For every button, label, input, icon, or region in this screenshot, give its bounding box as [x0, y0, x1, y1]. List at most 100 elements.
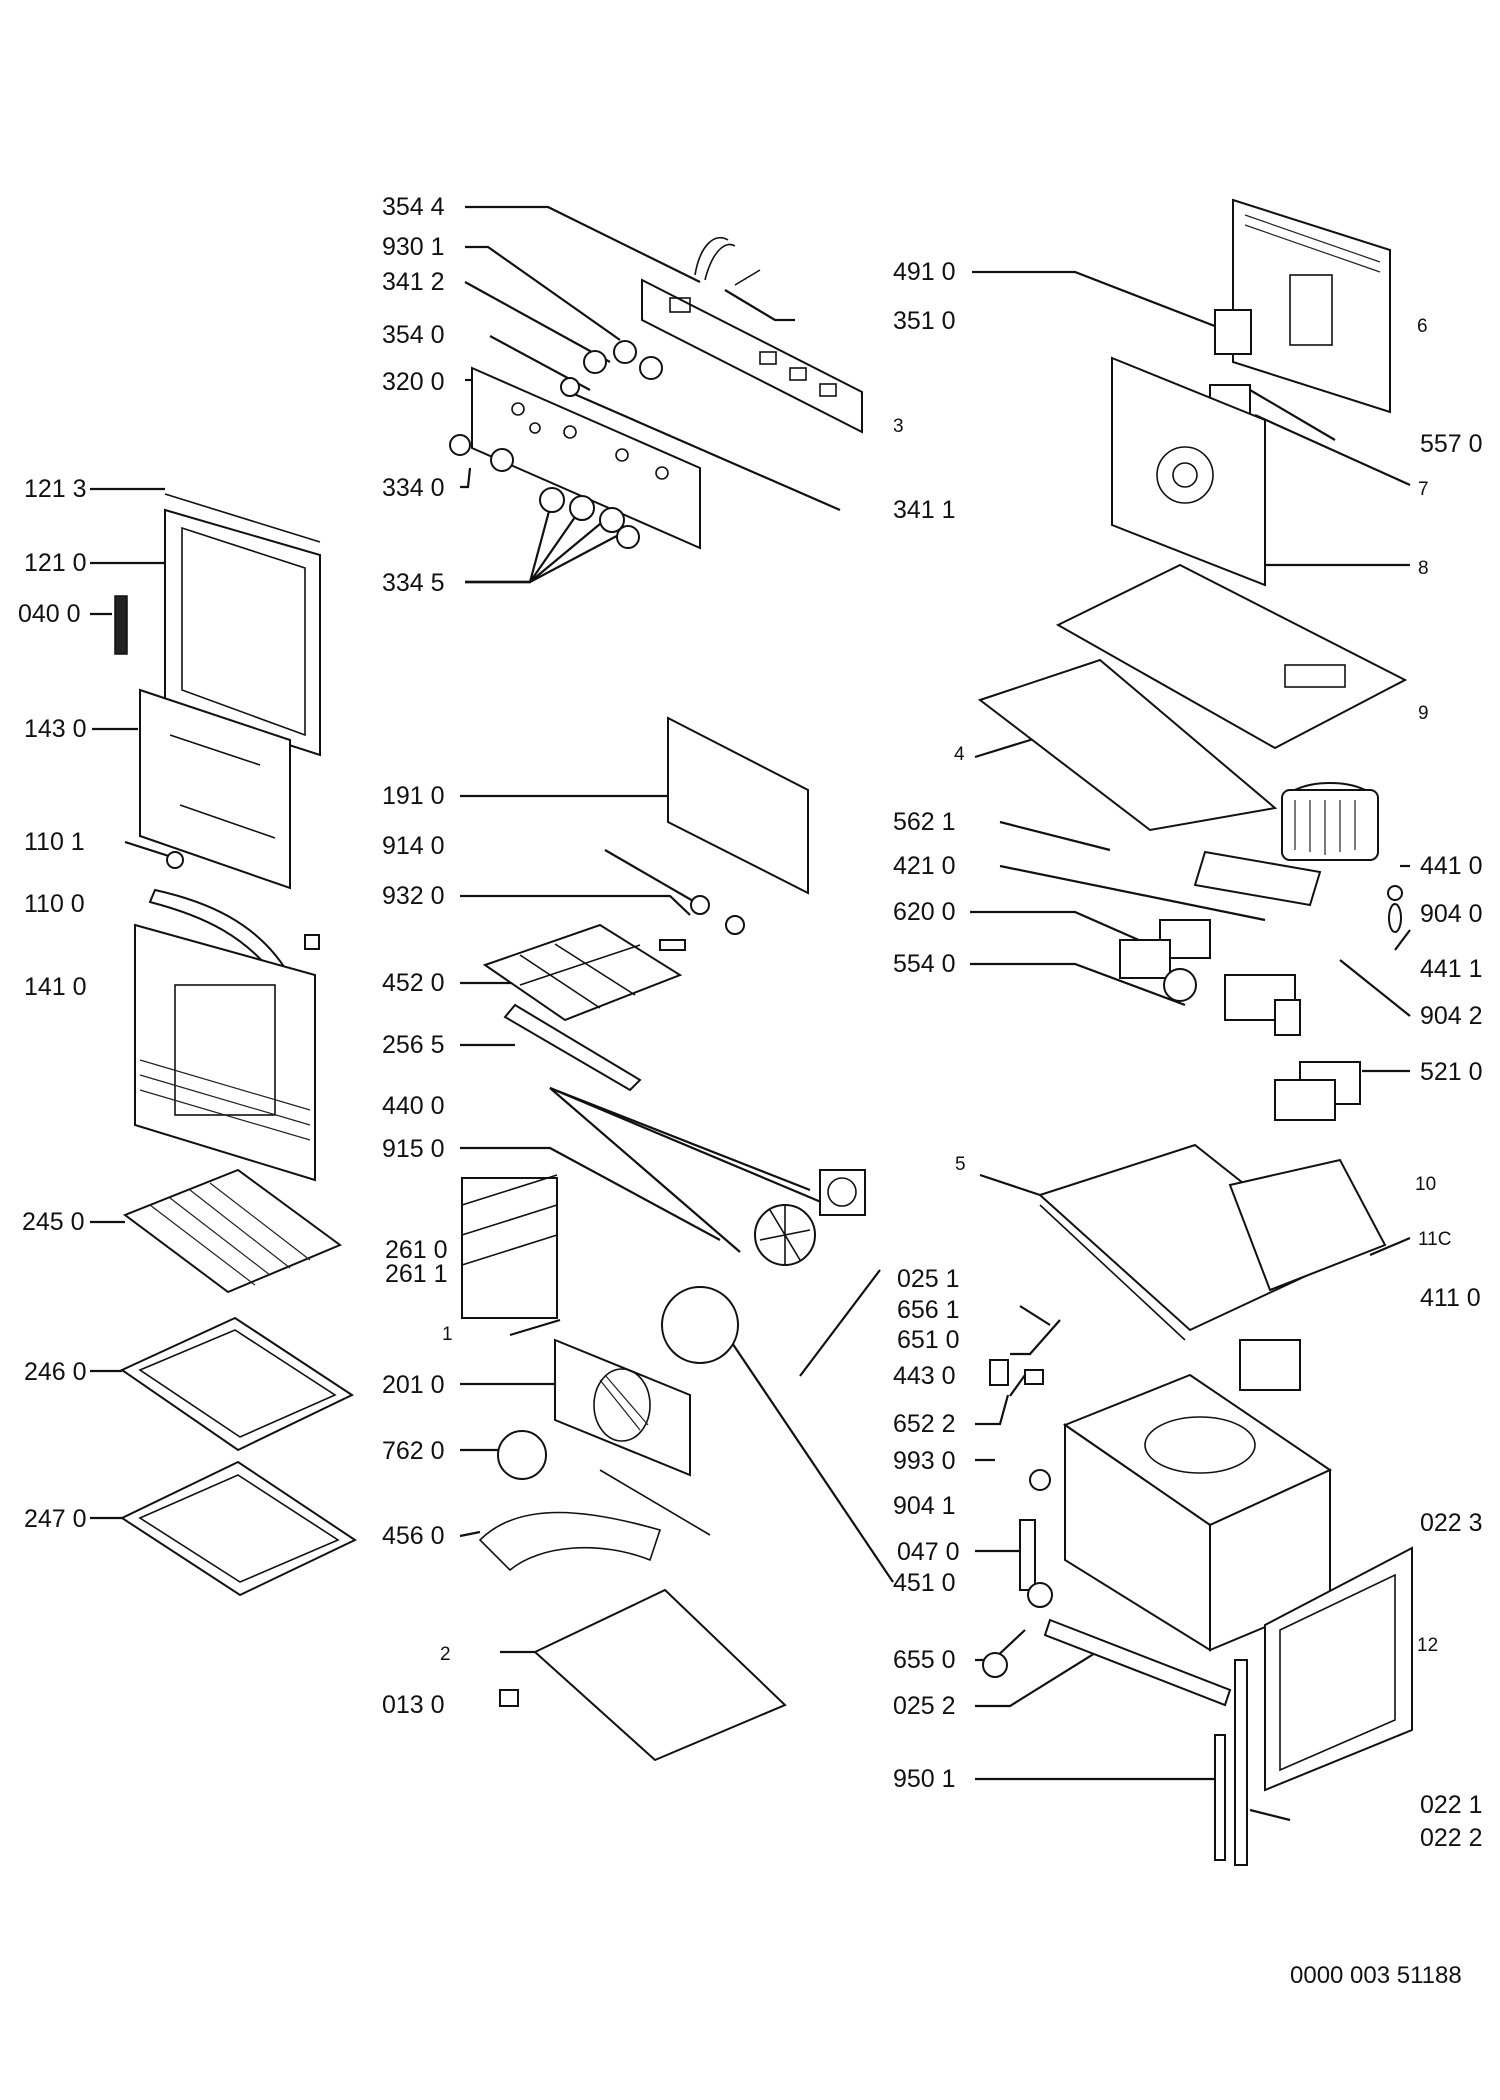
label-110-1: 110 1 — [24, 828, 85, 856]
part-oven-cavity — [1062, 1373, 1333, 1652]
label-11c: 11C — [1418, 1229, 1451, 1250]
label-261-1: 261 1 — [385, 1260, 448, 1288]
label-443-0: 443 0 — [893, 1362, 956, 1390]
part-door-hinge-frame — [1264, 1546, 1413, 1792]
label-2: 2 — [440, 1644, 451, 1665]
label-9: 9 — [1418, 703, 1429, 724]
part-grill-tray — [503, 1003, 642, 1092]
part-side-trim — [1214, 1659, 1248, 1866]
label-762-0: 762 0 — [382, 1437, 445, 1465]
label-452-0: 452 0 — [382, 969, 445, 997]
label-491-0: 491 0 — [893, 258, 956, 286]
label-247-0: 247 0 — [24, 1505, 87, 1533]
part-labels: 354 4 930 1 341 2 354 0 320 0 334 0 334 … — [18, 193, 1483, 1852]
part-baking-tray — [119, 1316, 355, 1452]
part-cable-clips — [694, 236, 761, 286]
label-441-1: 441 1 — [1420, 955, 1483, 983]
part-cooling-fan — [1281, 782, 1403, 933]
label-440-0: 440 0 — [382, 1092, 445, 1120]
part-rear-wall-panel — [1232, 198, 1391, 414]
label-411-0: 411 0 — [1420, 1284, 1481, 1312]
label-4: 4 — [954, 744, 965, 765]
label-5: 5 — [955, 1154, 966, 1175]
label-334-5: 334 5 — [382, 569, 445, 597]
label-656-1: 656 1 — [897, 1296, 960, 1324]
label-932-0: 932 0 — [382, 882, 445, 910]
label-354-0: 354 0 — [382, 321, 445, 349]
label-950-1: 950 1 — [893, 1765, 956, 1793]
label-047-0: 047 0 — [897, 1538, 960, 1566]
label-121-0: 121 0 — [24, 549, 87, 577]
label-7: 7 — [1418, 479, 1429, 500]
part-fan-blade — [754, 1169, 866, 1266]
part-inner-glass — [139, 688, 291, 890]
part-circular-element — [497, 1286, 739, 1480]
label-022-3: 022 3 — [1420, 1509, 1483, 1537]
label-025-2: 025 2 — [893, 1692, 956, 1720]
part-bottom-rail — [1043, 1618, 1232, 1707]
part-knobs — [449, 340, 663, 549]
part-control-panel-front — [471, 366, 701, 550]
part-side-racks — [461, 1174, 558, 1319]
part-door-seal — [667, 716, 809, 895]
label-557-0: 557 0 — [1420, 430, 1483, 458]
part-small-components — [982, 1359, 1053, 1678]
part-top-shelf-panel — [1038, 1143, 1387, 1341]
part-top-cover-plate — [977, 563, 1408, 832]
part-fan-cover — [554, 1338, 691, 1477]
leader-lines — [90, 205, 1411, 1822]
part-bottom-plate — [499, 1588, 787, 1762]
label-421-0: 421 0 — [893, 852, 956, 880]
document-number: 0000 003 51188 — [1290, 1962, 1462, 1989]
label-341-1: 341 1 — [893, 496, 956, 524]
label-201-0: 201 0 — [382, 1371, 445, 1399]
label-456-0: 456 0 — [382, 1522, 445, 1550]
label-655-0: 655 0 — [893, 1646, 956, 1674]
label-10: 10 — [1415, 1174, 1436, 1195]
label-261-0: 261 0 — [385, 1236, 448, 1264]
label-320-0: 320 0 — [382, 368, 445, 396]
label-191-0: 191 0 — [382, 782, 445, 810]
part-drip-pan — [119, 1460, 358, 1597]
part-grill-element — [482, 895, 745, 1022]
label-904-0: 904 0 — [1420, 900, 1483, 928]
label-022-2: 022 2 — [1420, 1824, 1483, 1852]
label-141-0: 141 0 — [24, 973, 87, 1001]
part-control-panel-rear — [641, 278, 863, 434]
label-620-0: 620 0 — [893, 898, 956, 926]
label-245-0: 245 0 — [22, 1208, 85, 1236]
label-110-0: 110 0 — [24, 890, 85, 918]
label-6: 6 — [1417, 316, 1428, 337]
label-904-1: 904 1 — [893, 1492, 956, 1520]
label-341-2: 341 2 — [382, 268, 445, 296]
label-8: 8 — [1418, 558, 1429, 579]
part-cavity-rear-frame — [1111, 356, 1266, 587]
part-bottom-element — [478, 1469, 711, 1572]
label-554-0: 554 0 — [893, 950, 956, 978]
label-121-3: 121 3 — [24, 475, 87, 503]
label-914-0: 914 0 — [382, 832, 445, 860]
label-3: 3 — [893, 416, 904, 437]
label-013-0: 013 0 — [382, 1691, 445, 1719]
label-143-0: 143 0 — [24, 715, 87, 743]
label-025-1: 025 1 — [897, 1265, 960, 1293]
label-993-0: 993 0 — [893, 1447, 956, 1475]
part-switches-relays — [1119, 850, 1361, 1121]
label-334-0: 334 0 — [382, 474, 445, 502]
label-022-1: 022 1 — [1420, 1791, 1483, 1819]
label-1: 1 — [442, 1324, 453, 1345]
label-040-0: 040 0 — [18, 600, 81, 628]
label-256-5: 256 5 — [382, 1031, 445, 1059]
part-oven-shelf — [122, 1168, 343, 1294]
part-outer-door — [114, 493, 321, 757]
label-12: 12 — [1417, 1635, 1438, 1656]
label-351-0: 351 0 — [893, 307, 956, 335]
label-930-1: 930 1 — [382, 233, 445, 261]
label-521-0: 521 0 — [1420, 1058, 1483, 1086]
label-904-2: 904 2 — [1420, 1002, 1483, 1030]
label-915-0: 915 0 — [382, 1135, 445, 1163]
label-246-0: 246 0 — [24, 1358, 87, 1386]
part-door-inner-panel — [134, 923, 316, 1182]
label-652-2: 652 2 — [893, 1410, 956, 1438]
